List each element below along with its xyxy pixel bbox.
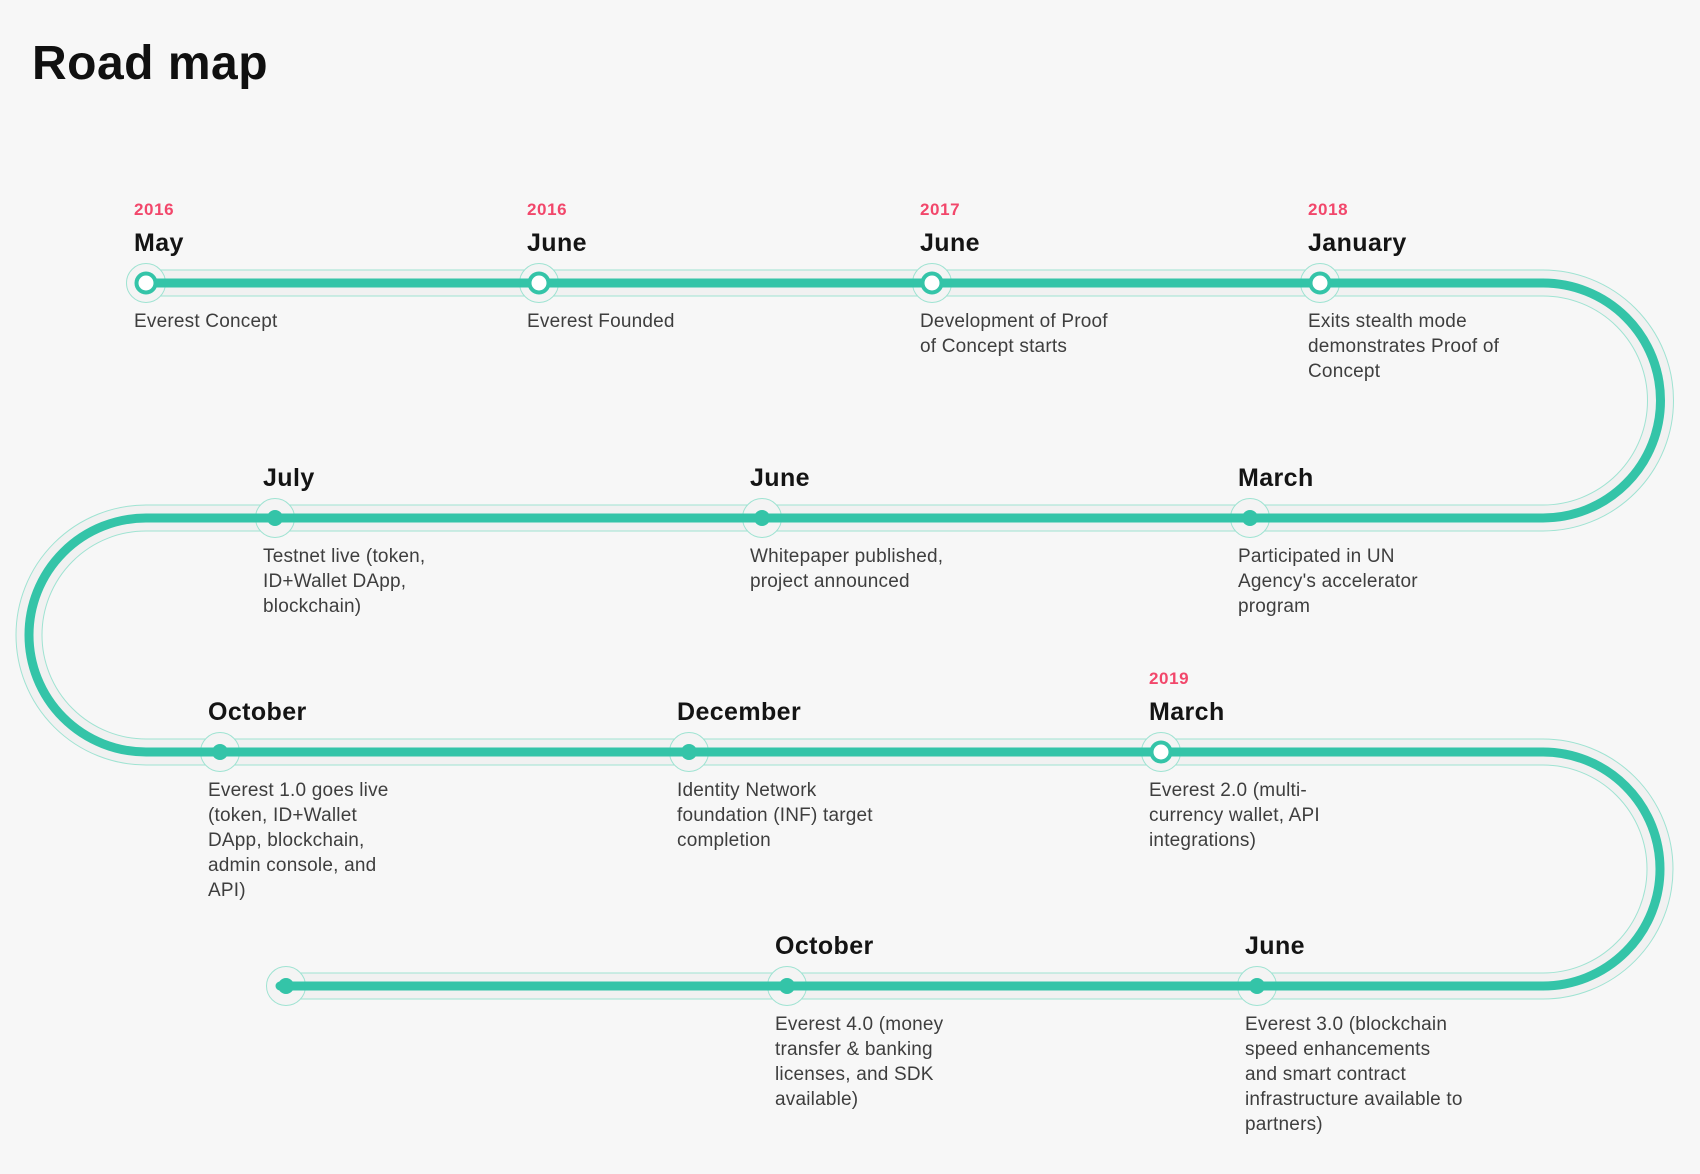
milestone-description: Everest 3.0 (blockchain speed enhancemen… [1245, 1014, 1463, 1135]
milestone-description: Development of Proof of Concept starts [920, 311, 1108, 357]
milestone-dot-open [134, 271, 158, 295]
milestone-month: October [208, 698, 307, 726]
page-title: Road map [32, 37, 269, 90]
milestone-dot-solid [267, 510, 283, 526]
milestone-dot-solid [1242, 510, 1258, 526]
milestone-description: Everest 2.0 (multi-currency wallet, API … [1149, 780, 1320, 851]
milestone-month: January [1308, 229, 1407, 257]
milestone-dot-solid [1249, 978, 1265, 994]
milestone-dots [134, 271, 1332, 994]
timeline-line [24, 278, 1665, 991]
milestone-description: Everest Founded [527, 311, 675, 332]
milestone-month: June [527, 229, 587, 257]
milestone-description: Participated in UN Agency's accelerator … [1238, 546, 1418, 617]
milestone-description: Testnet live (token, ID+Wallet DApp, blo… [263, 546, 426, 617]
milestone-dot-open [1149, 740, 1173, 764]
milestone-dot-solid [754, 510, 770, 526]
milestone-dot-open [920, 271, 944, 295]
milestone-year: 2018 [1308, 200, 1349, 219]
milestone-month: March [1149, 698, 1225, 726]
milestone-month: December [677, 698, 802, 726]
milestone-description: Whitepaper published, project announced [750, 546, 944, 592]
milestone-description: Exits stealth mode demonstrates Proof of… [1308, 311, 1500, 382]
milestone-dot-solid [212, 744, 228, 760]
milestone-year: 2016 [527, 200, 568, 219]
milestone-description: Identity Network foundation (INF) target… [677, 780, 873, 851]
milestone-dot-open [527, 271, 551, 295]
milestone-month: June [750, 464, 810, 492]
milestone-month: June [920, 229, 980, 257]
milestone-month: March [1238, 464, 1314, 492]
milestone-month: June [1245, 932, 1305, 960]
milestone-month: July [263, 464, 315, 492]
milestone-month: May [134, 229, 184, 257]
milestone-year: 2016 [134, 200, 175, 219]
timeline-end-dot [278, 978, 294, 994]
milestone-description: Everest 1.0 goes live (token, ID+Wallet … [208, 780, 389, 901]
milestone-description: Everest Concept [134, 311, 278, 332]
milestone-dot-solid [779, 978, 795, 994]
milestone-dot-solid [681, 744, 697, 760]
milestone-year: 2017 [920, 200, 961, 219]
milestone-year: 2019 [1149, 669, 1190, 688]
milestone-dot-open [1308, 271, 1332, 295]
milestone-month: October [775, 932, 874, 960]
milestone-description: Everest 4.0 (money transfer & banking li… [775, 1014, 944, 1110]
